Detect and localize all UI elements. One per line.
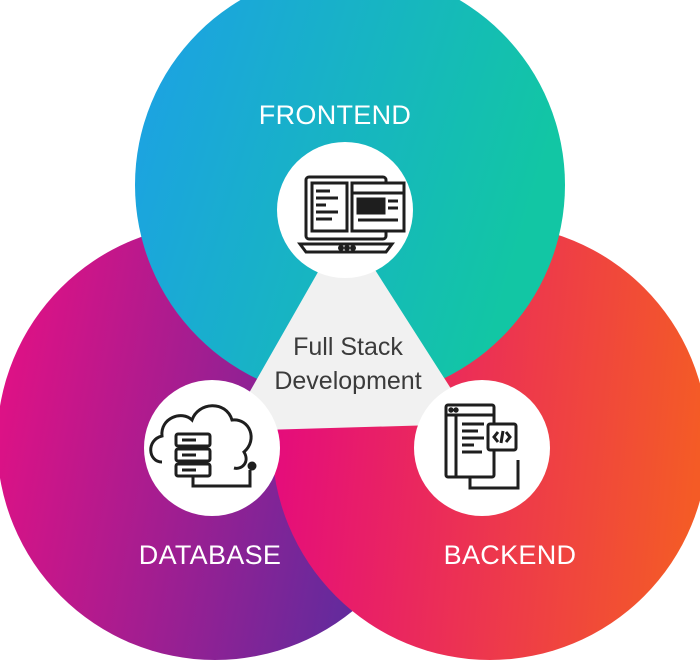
laptop-code-icon [297,175,406,254]
center-title: Full Stack Development [258,330,438,398]
code-window-icon [444,403,520,490]
center-title-line2: Development [274,367,422,395]
cloud-server-icon [149,404,257,488]
center-title-line1: Full Stack [293,333,403,361]
frontend-label: FRONTEND [258,100,412,130]
database-icon-disc [144,380,280,516]
database-label: DATABASE [138,540,282,570]
backend-label: BACKEND [443,540,577,570]
center-triangle [242,252,458,430]
